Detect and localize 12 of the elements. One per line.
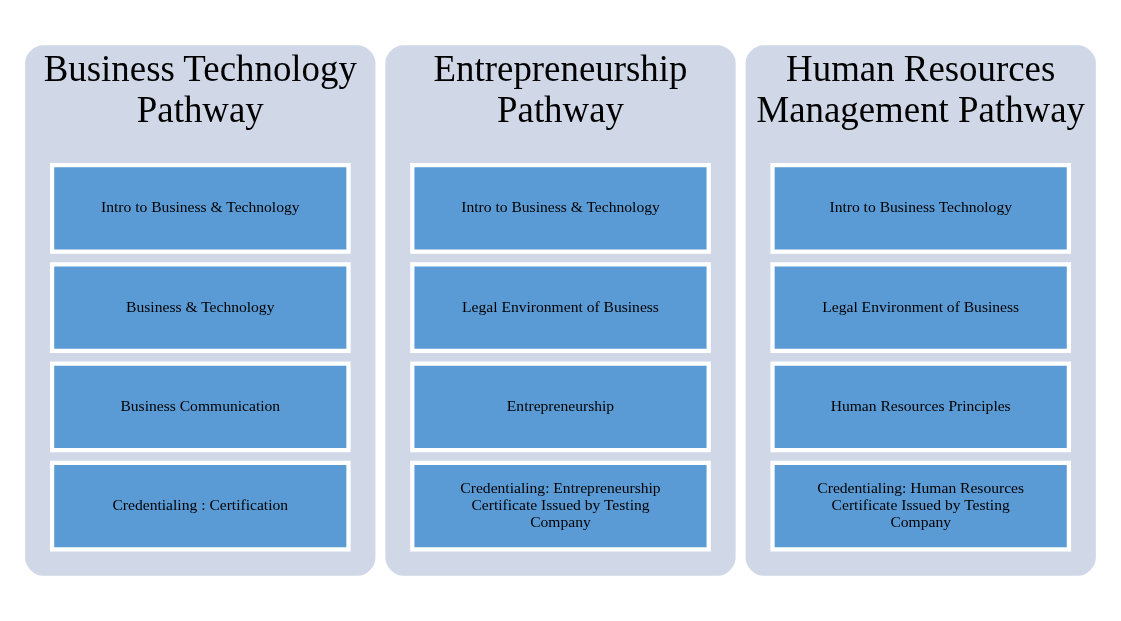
node-box: Credentialing : Certification (49, 460, 351, 552)
node-box: Legal Environment of Business (770, 262, 1072, 354)
node-box: Business & Technology (49, 262, 351, 354)
node-box: Credentialing: Entrepreneurship Certificate Issued by Testing Company (410, 460, 711, 552)
node-box: Human Resources Principles (770, 361, 1072, 453)
node-box: Intro to Business & Technology (49, 163, 351, 254)
node-box: Intro to Business Technology (770, 163, 1072, 254)
node-box: Business Communication (49, 361, 351, 453)
node-box: Credentialing: Human Resources Certificate Issued by Testing Company (770, 460, 1072, 552)
node-box: Legal Environment of Business (410, 262, 711, 354)
node-box: Entrepreneurship (410, 361, 711, 453)
node-box: Intro to Business & Technology (410, 163, 711, 254)
